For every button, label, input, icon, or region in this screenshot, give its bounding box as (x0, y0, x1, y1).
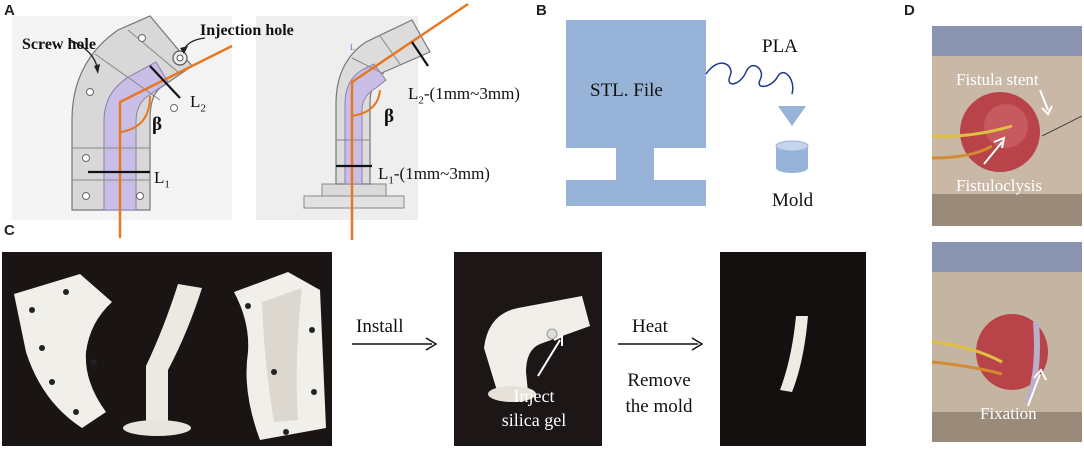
inject-label: Inject silica gel (494, 384, 574, 432)
photo-assembled-mold (454, 252, 602, 446)
panel-a-mold-drawing: L (12, 2, 469, 240)
fixation-pointer-arrow (1027, 368, 1047, 407)
l1-label-sub: 1 (164, 178, 170, 191)
install-label: Install (356, 316, 404, 337)
inject-label-line1: Inject (513, 386, 555, 406)
beta-label-right: β (384, 106, 395, 127)
panel-label-c: C (4, 222, 15, 239)
l2-label-sub: 2 (200, 102, 206, 115)
mold-half-photo-left (14, 274, 112, 428)
heat-label: Heat (632, 316, 668, 337)
screw-hole-icon (170, 104, 178, 112)
arrow-install-icon (352, 337, 438, 351)
stl-file-box (566, 20, 706, 148)
screw-hole-label: Screw hole (22, 36, 96, 53)
l2-adjusted-label: L2-(1mm~3mm) (408, 84, 520, 106)
inject-pointer-arrow (537, 334, 563, 377)
l2-adj-sub: 2 (418, 94, 424, 107)
filament-line (705, 62, 794, 95)
mold-label: Mold (772, 190, 814, 211)
l1-label-base: L (154, 168, 165, 187)
l2-adj-suffix: -(1mm~3mm) (423, 84, 520, 103)
screw-hole-icon (82, 192, 90, 200)
assembled-mold-shape (484, 296, 590, 394)
axis-line-left (118, 44, 233, 238)
l2-label: L2 (190, 92, 206, 114)
remove-label-line1: Remove (627, 370, 691, 391)
injection-hole-label: Injection hole (200, 22, 294, 39)
photo-final-stent (720, 252, 866, 446)
monitor-base (566, 180, 706, 206)
screw-hole-icon (82, 154, 90, 162)
monitor-neck (616, 148, 654, 180)
l2-label-base: L (190, 92, 201, 111)
l1-label: L1 (154, 168, 170, 190)
arrow-heat-icon (618, 337, 704, 351)
inject-label-line2: silica gel (501, 410, 567, 430)
beta-label-left: β (152, 114, 163, 135)
remove-mold-label: Remove the mold (614, 368, 704, 420)
fixation-label: Fixation (980, 404, 1037, 423)
stl-file-label: STL. File (590, 80, 663, 101)
photo-fistula-stent (932, 26, 1082, 226)
photo-fixation (932, 242, 1082, 442)
screw-hole-icon (138, 34, 146, 42)
pla-label: PLA (762, 36, 798, 57)
l2-marker-right (411, 41, 429, 67)
mold-cylinder-icon (776, 146, 808, 168)
stent-photo (146, 284, 202, 428)
angle-arc-right (351, 89, 381, 117)
photo-mold-parts (2, 252, 332, 446)
fistula-pointer-arrows (983, 89, 1053, 165)
final-stent-shape (780, 316, 808, 392)
screw-hole-icon (86, 88, 94, 96)
l1-adj-base: L (378, 164, 389, 183)
base-flange (303, 195, 405, 209)
fistula-stent-label: Fistula stent (956, 70, 1039, 89)
stent-channel-right (344, 63, 387, 185)
l1-adj-sub: 1 (388, 174, 394, 187)
panel-label-b: B (536, 2, 547, 19)
panel-label-d: D (904, 2, 915, 19)
l1-adjusted-label: L1-(1mm~3mm) (378, 164, 490, 186)
l2-adj-base: L (408, 84, 419, 103)
panel-b-diagram (566, 20, 809, 206)
l1-adj-suffix: -(1mm~3mm) (393, 164, 490, 183)
screw-hole-icon (136, 192, 144, 200)
svg-text:L: L (350, 43, 355, 52)
l2-marker-left (149, 65, 181, 99)
nozzle-icon (778, 106, 806, 126)
remove-label-line2: the mold (625, 396, 693, 417)
axis-line-right (350, 2, 469, 240)
fistuloclysis-label: Fistuloclysis (956, 176, 1042, 195)
panel-label-a: A (4, 2, 15, 19)
angle-arc-left (119, 95, 151, 133)
